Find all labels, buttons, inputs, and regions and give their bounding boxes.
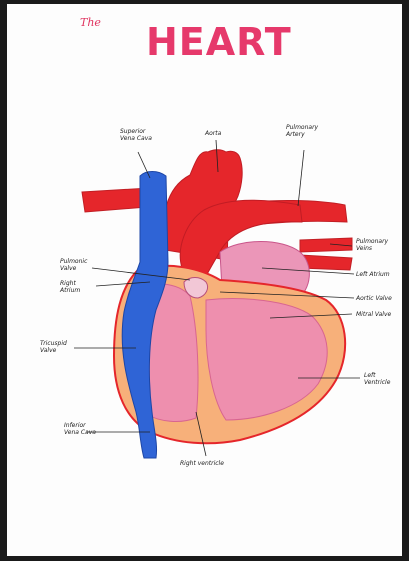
label-left-atrium: Left Atrium <box>356 271 390 278</box>
label-pulmonic-valve: Pulmonic Valve <box>60 258 87 272</box>
label-tricuspid-valve: Tricuspid Valve <box>40 340 67 354</box>
label-left-ventricle: Left Ventricle <box>364 372 390 386</box>
label-right-atrium: Right Atrium <box>60 280 80 294</box>
label-superior-vena-cava: Superior Vena Cava <box>120 128 152 142</box>
label-aorta: Aorta <box>205 130 221 137</box>
label-aortic-valve: Aortic Valve <box>356 295 392 302</box>
label-pulmonary-artery: Pulmonary Artery <box>286 124 318 138</box>
label-inferior-vena-cava: Inferior Vena Cava <box>64 422 96 436</box>
label-mitral-valve: Mitral Valve <box>356 311 391 318</box>
label-pulmonary-veins: Pulmonary Veins <box>356 238 388 252</box>
label-right-ventricle: Right ventricle <box>180 460 224 467</box>
